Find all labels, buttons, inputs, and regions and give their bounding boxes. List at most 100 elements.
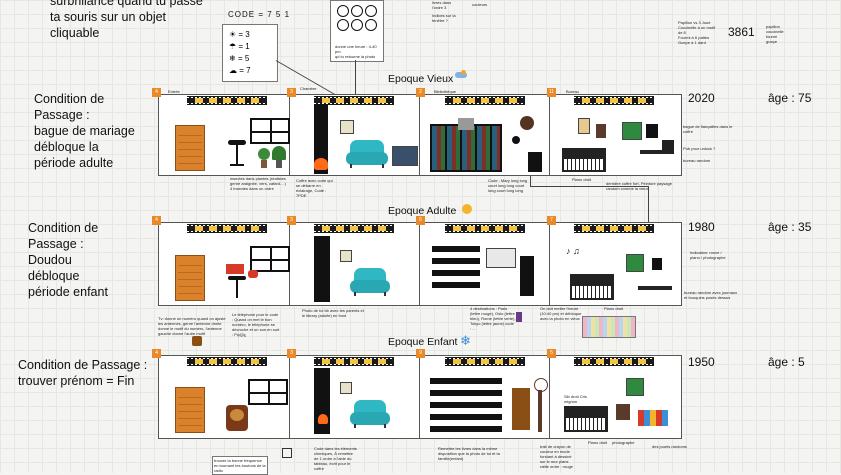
- connector-line: [530, 186, 648, 187]
- painting-object[interactable]: [392, 146, 418, 166]
- safe-object[interactable]: [652, 258, 662, 270]
- cloud-legend: ☁ = 7: [229, 65, 251, 77]
- film-strip-decoration: [314, 357, 394, 366]
- easel-icon: [282, 448, 292, 458]
- stool-object[interactable]: [228, 276, 246, 302]
- room-number-badge[interactable]: 4: [152, 349, 161, 358]
- stove-object[interactable]: [314, 368, 330, 434]
- dresser-object[interactable]: [512, 388, 530, 430]
- stove-chimney-object[interactable]: [314, 104, 328, 174]
- periodic-table-image[interactable]: [582, 316, 636, 338]
- piano-object[interactable]: [562, 148, 606, 172]
- room-label: Bureau: [566, 89, 579, 94]
- snowflake-icon: ❄: [460, 333, 471, 348]
- room-number-badge[interactable]: 3: [287, 88, 296, 97]
- desk-object[interactable]: [638, 286, 672, 290]
- safe-object[interactable]: [646, 124, 658, 138]
- legend-value: = 5: [237, 54, 250, 63]
- gramophone-object[interactable]: [512, 136, 520, 144]
- painting-object[interactable]: [622, 122, 642, 140]
- room-number-badge[interactable]: 3: [287, 216, 296, 225]
- room-note: Tv: donne un numéro quand on ajuste les …: [158, 316, 226, 336]
- room-divider: [289, 355, 290, 439]
- stool-object[interactable]: [228, 140, 246, 170]
- sofa-object[interactable]: [350, 268, 390, 296]
- room-number-badge[interactable]: 2: [416, 88, 425, 97]
- room-number-badge[interactable]: 5: [547, 349, 556, 358]
- clock-icon: [365, 5, 377, 17]
- painting-object[interactable]: [626, 254, 644, 272]
- gramophone-object[interactable]: [616, 404, 630, 420]
- list-item: coccinelle: [766, 29, 784, 34]
- room-number-badge[interactable]: 4: [152, 216, 161, 225]
- sofa-object[interactable]: [346, 140, 388, 168]
- room-note: Code : Mary long long court long long co…: [488, 178, 528, 193]
- room-number-badge[interactable]: 3: [287, 349, 296, 358]
- sofa-object[interactable]: [350, 400, 390, 428]
- room-note: Le téléphone pour le code : Quand on met…: [232, 312, 280, 337]
- bookshelf-object[interactable]: [430, 378, 502, 434]
- legend-value: = 3: [238, 30, 250, 39]
- room-divider: [549, 94, 550, 176]
- year-old: 2020: [688, 91, 715, 105]
- photo-frame[interactable]: [340, 120, 354, 134]
- film-strip-decoration: [445, 357, 525, 366]
- gramophone-object[interactable]: [596, 124, 606, 138]
- computer-object[interactable]: [662, 140, 674, 150]
- room-number-badge[interactable]: 7: [547, 216, 556, 225]
- door-object[interactable]: [175, 255, 205, 301]
- cabinet-object[interactable]: [528, 152, 542, 172]
- room-number-badge[interactable]: 9: [416, 349, 425, 358]
- room-note: Indication: ronce / piano / photographe: [690, 250, 726, 260]
- connector-line: [530, 176, 531, 186]
- radio-object[interactable]: [226, 405, 248, 431]
- room-number-badge[interactable]: 11: [547, 88, 556, 97]
- window-object[interactable]: [250, 246, 290, 272]
- photo-frame[interactable]: [340, 382, 352, 394]
- film-strip-decoration: [574, 357, 654, 366]
- plant-object[interactable]: [272, 146, 286, 170]
- instruction-line: ta souris sur un objet: [50, 10, 167, 24]
- age-adult: âge : 35: [768, 220, 812, 234]
- globe-object[interactable]: [520, 116, 534, 130]
- condition-line: Condition de: [34, 92, 105, 106]
- sun-icon: ☀: [229, 30, 237, 39]
- piano-object[interactable]: [570, 274, 614, 300]
- condition-line: Condition de Passage :: [18, 358, 148, 372]
- binoculars-object[interactable]: [458, 118, 474, 130]
- plant-object[interactable]: [258, 148, 270, 168]
- film-strip-decoration: [187, 224, 267, 233]
- door-object[interactable]: [175, 125, 205, 171]
- grandfather-clock-object[interactable]: [534, 378, 548, 432]
- fire-icon: [314, 158, 328, 170]
- room-number-badge[interactable]: 6: [416, 216, 425, 225]
- clock-puzzle-card: donne une heure : 4-40 pm qd tu retourne…: [330, 0, 384, 62]
- telephone-object[interactable]: [248, 270, 258, 278]
- room-note: Piano droit: [588, 440, 608, 445]
- toys-object[interactable]: [638, 410, 668, 426]
- piano-object[interactable]: [564, 406, 608, 432]
- window-object[interactable]: [250, 118, 290, 144]
- clock-object[interactable]: [520, 256, 534, 296]
- note-line: l'ordre 3: [432, 5, 447, 10]
- painting-object[interactable]: [626, 378, 644, 396]
- window-object[interactable]: [248, 379, 288, 405]
- stove-object[interactable]: [314, 236, 330, 302]
- age-child: âge : 5: [768, 355, 805, 369]
- world-map-object[interactable]: [486, 248, 516, 268]
- room-note: Code dans les éléments chimiques, À reme…: [314, 446, 357, 471]
- tv-object[interactable]: [226, 264, 244, 274]
- film-strip-decoration: [445, 96, 525, 105]
- condition-line: période adulte: [34, 156, 114, 170]
- room-divider: [549, 355, 550, 439]
- instruction-line: cliquable: [50, 26, 100, 40]
- photo-frame[interactable]: [340, 250, 352, 262]
- desk-object[interactable]: [640, 150, 674, 154]
- colors-note: couleurs: [472, 2, 488, 7]
- room-number-badge[interactable]: 4: [152, 88, 161, 97]
- photo-frame[interactable]: [578, 118, 590, 134]
- bookshelf-object[interactable]: [432, 246, 480, 294]
- film-strip-decoration: [187, 357, 267, 366]
- snow-legend: ❄ = 5: [229, 53, 251, 65]
- door-object[interactable]: [175, 387, 205, 433]
